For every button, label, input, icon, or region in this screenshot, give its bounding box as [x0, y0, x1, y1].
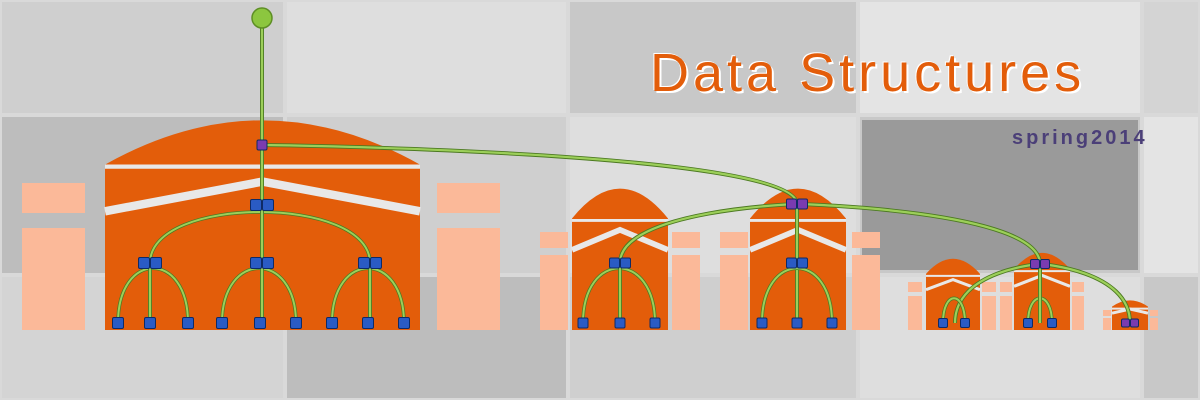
blue-node: [250, 199, 262, 211]
blue-node: [112, 317, 124, 329]
banner-subtitle: spring2014: [1012, 127, 1148, 149]
i-dot: [1000, 282, 1012, 292]
blue-node: [791, 317, 803, 329]
background-tile: [570, 2, 856, 113]
purple-node: [797, 198, 808, 210]
i-dot: [1150, 310, 1158, 316]
tree-edge: [761, 267, 833, 324]
blue-node: [182, 317, 194, 329]
i-stem: [672, 255, 700, 330]
i-stem: [1072, 296, 1084, 330]
i-dot: [852, 232, 880, 248]
i-stem: [22, 228, 85, 330]
blue-node: [609, 257, 620, 269]
i-dot: [908, 282, 922, 292]
background-tile: [1144, 117, 1198, 273]
background-tile: [1144, 277, 1198, 398]
blue-node: [960, 318, 970, 328]
purple-node: [1040, 259, 1050, 269]
blue-node: [150, 257, 162, 269]
blue-node: [797, 257, 808, 269]
blue-node: [620, 257, 631, 269]
background-tile: [1144, 2, 1198, 113]
tree-block: [926, 258, 980, 330]
i-dot: [540, 232, 568, 248]
tree-edge: [942, 297, 966, 324]
blue-node: [262, 257, 274, 269]
i-dot: [720, 232, 748, 248]
blue-node: [216, 317, 228, 329]
purple-node: [786, 198, 797, 210]
link-edge: [261, 143, 799, 205]
i-stem: [437, 228, 500, 330]
i-stem: [852, 255, 880, 330]
blue-node: [370, 257, 382, 269]
blue-node: [938, 318, 948, 328]
blue-node: [649, 317, 661, 329]
background-tile: [860, 277, 1140, 398]
blue-node: [826, 317, 838, 329]
blue-node: [756, 317, 768, 329]
blue-node: [250, 257, 262, 269]
root-circle-node: [251, 7, 273, 29]
blue-node: [786, 257, 797, 269]
i-dot: [22, 183, 85, 213]
background-photo-tile: [862, 120, 1138, 270]
i-dot: [1103, 310, 1111, 316]
i-stem: [720, 255, 748, 330]
i-stem: [982, 296, 996, 330]
blue-node: [398, 317, 410, 329]
i-dot: [672, 232, 700, 248]
purple-node: [1130, 318, 1139, 328]
blue-node: [362, 317, 374, 329]
blue-node: [358, 257, 370, 269]
purple-node: [1121, 318, 1130, 328]
blue-node: [262, 199, 274, 211]
blue-node: [254, 317, 266, 329]
chevron-band: [570, 226, 670, 253]
i-stem: [1000, 296, 1012, 330]
blue-node: [144, 317, 156, 329]
blue-node: [1023, 318, 1033, 328]
i-stem: [1103, 318, 1111, 330]
blue-node: [1047, 318, 1057, 328]
i-dot: [982, 282, 996, 292]
purple-node: [1030, 259, 1040, 269]
background-tile: [2, 2, 283, 113]
i-dot: [1072, 282, 1084, 292]
blue-node: [326, 317, 338, 329]
blue-node: [290, 317, 302, 329]
blue-node: [614, 317, 626, 329]
blue-node: [138, 257, 150, 269]
i-stem: [540, 255, 568, 330]
background-tile: [287, 2, 566, 113]
banner-title: Data Structures: [650, 43, 1086, 103]
background-tile: [860, 2, 1140, 113]
purple-node: [256, 139, 268, 151]
i-stem: [908, 296, 922, 330]
i-dot: [437, 183, 500, 213]
link-edge: [796, 202, 1042, 265]
i-stem: [1150, 318, 1158, 330]
blue-node: [577, 317, 589, 329]
